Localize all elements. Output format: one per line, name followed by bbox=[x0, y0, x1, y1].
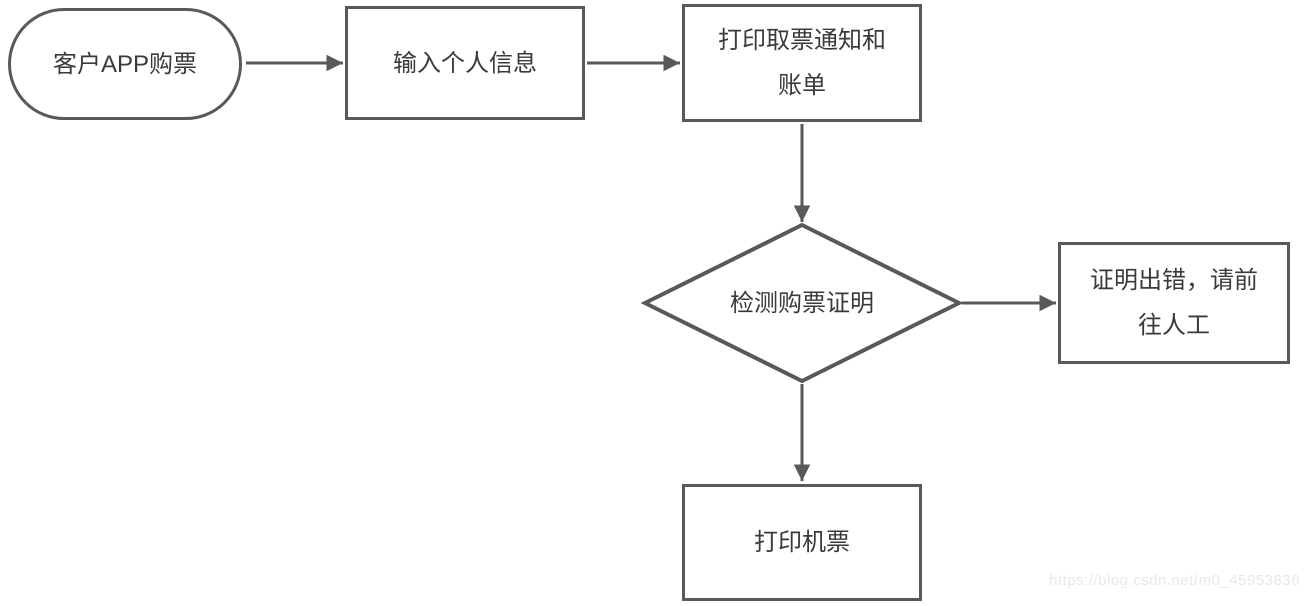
node-input-info: 输入个人信息 bbox=[345, 6, 585, 120]
watermark-url: https://blog.csdn.net/m0_45953836 bbox=[1049, 572, 1300, 589]
node-check-proof-label: 检测购票证明 bbox=[730, 289, 874, 317]
node-print-notice-label-line1: 打印取票通知和 bbox=[718, 27, 886, 54]
node-proof-error-label-line2: 往人工 bbox=[1138, 312, 1210, 339]
node-start-terminator: 客户APP购票 bbox=[8, 8, 242, 120]
node-print-notice-label-line2: 账单 bbox=[778, 72, 826, 99]
node-input-info-label: 输入个人信息 bbox=[393, 49, 537, 77]
node-print-ticket: 打印机票 bbox=[682, 484, 922, 601]
node-print-ticket-label: 打印机票 bbox=[754, 529, 850, 556]
node-check-proof-decision: 检测购票证明 bbox=[647, 227, 957, 379]
node-print-notice: 打印取票通知和 账单 bbox=[682, 4, 922, 122]
node-proof-error: 证明出错，请前 往人工 bbox=[1058, 242, 1290, 364]
node-proof-error-label-line1: 证明出错，请前 bbox=[1090, 267, 1258, 294]
node-start-label: 客户APP购票 bbox=[52, 50, 198, 78]
